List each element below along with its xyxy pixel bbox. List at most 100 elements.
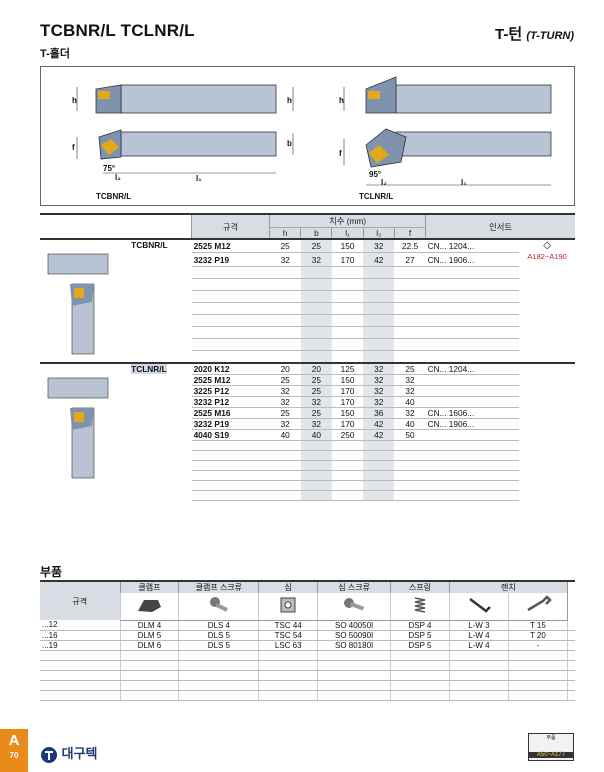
parts-col-shim-screw: 심 스크류 — [317, 581, 391, 593]
dim-cell-h — [269, 302, 301, 316]
insert-icon: ◇ — [543, 240, 551, 251]
dim-cell-l2: 42 — [363, 252, 395, 267]
dim-cell-h: 25 — [269, 374, 301, 386]
table-row — [40, 314, 575, 328]
dim-col-f: f — [393, 226, 426, 239]
spec-cell — [191, 480, 270, 491]
dim-cell-l1: 170 — [331, 385, 364, 397]
table-row — [40, 326, 575, 340]
spec-cell: 3232 P19 — [191, 418, 270, 430]
dim-cell-f — [394, 338, 426, 352]
parts-cell — [448, 650, 509, 661]
dim-cell-b: 20 — [300, 363, 332, 375]
table-row — [40, 460, 575, 471]
dim-cell-l1 — [331, 480, 364, 491]
parts-cell — [258, 660, 318, 671]
dim-cell-b: 40 — [300, 429, 332, 441]
dim-cell-l1 — [331, 450, 364, 461]
dim-cell-f: 32 — [394, 374, 426, 386]
dim-l2-label: l₂ — [115, 173, 121, 182]
parts-cell — [258, 670, 318, 681]
insert-cell — [425, 278, 520, 291]
dim-cell-l2: 32 — [363, 363, 395, 375]
dim-cell-f — [394, 314, 426, 328]
dim-cell-l2: 36 — [363, 407, 395, 419]
torx-wrench-icon — [507, 593, 568, 621]
dim-cell-l2 — [363, 450, 395, 461]
insert-cell — [425, 266, 520, 279]
insert-reference[interactable]: ◇A182~A190 — [527, 240, 567, 262]
parts-col-clamp-screw: 클램프 스크류 — [178, 581, 259, 593]
insert-cell — [425, 450, 520, 461]
spec-cell: 4040 S19 — [191, 429, 270, 441]
dim-cell-b — [300, 480, 332, 491]
dim-cell-l2: 42 — [363, 418, 395, 430]
angle-right: 95° — [369, 170, 382, 179]
parts-reference-box[interactable]: 부품 A50~A177 — [528, 733, 574, 761]
table-row — [40, 680, 575, 691]
parts-spec-cell — [40, 660, 120, 671]
table-row — [40, 690, 575, 701]
dim-cell-h — [269, 440, 301, 451]
dim-cell-h — [269, 350, 301, 364]
dim-cell-b — [300, 290, 332, 303]
dim-cell-h — [269, 314, 301, 328]
parts-cell: T 15 — [507, 620, 568, 631]
dim-cell-f — [394, 440, 426, 451]
parts-cell — [448, 680, 509, 691]
dim-b-label: b — [287, 139, 292, 148]
dim-cell-l2: 32 — [363, 239, 395, 254]
dim-cell-f — [394, 490, 426, 501]
screw-icon — [178, 593, 259, 621]
dims-header: 치수 (mm) — [269, 213, 426, 227]
dim-cell-f: 32 — [394, 407, 426, 419]
dim-cell-b — [300, 338, 332, 352]
dim-cell-f: 40 — [394, 396, 426, 408]
insert-cell — [425, 460, 520, 471]
insert-cell — [425, 490, 520, 501]
dim-cell-l2 — [363, 440, 395, 451]
insert-cell — [425, 338, 520, 352]
parts-cell — [507, 690, 568, 701]
parts-cell — [390, 690, 450, 701]
parts-cell: TSC 54 — [258, 630, 318, 641]
spec-header: 규격 — [191, 213, 270, 239]
parts-cell — [178, 660, 259, 671]
spec-cell: 2525 M16 — [191, 407, 270, 419]
parts-cell — [507, 680, 568, 691]
corner-text: 부품 — [546, 735, 556, 741]
dim-f-label-2: f — [339, 149, 342, 158]
dim-col-h: h — [269, 226, 301, 239]
insert-cell — [425, 470, 520, 481]
dim-cell-f: 40 — [394, 418, 426, 430]
dim-cell-f — [394, 326, 426, 340]
dim-cell-f: 50 — [394, 429, 426, 441]
dim-cell-f: 22.5 — [394, 239, 426, 254]
dim-cell-f — [394, 460, 426, 471]
insert-cell: CN... 1204... — [425, 239, 520, 254]
parts-cell: LSC 63 — [258, 640, 318, 651]
dim-cell-l2 — [363, 302, 395, 316]
dim-cell-h — [269, 490, 301, 501]
spec-cell — [191, 338, 270, 352]
dim-cell-b — [300, 450, 332, 461]
parts-cell: L-W 3 — [448, 620, 509, 631]
parts-cell: DLM 5 — [119, 630, 179, 641]
dim-h-label-3: h — [339, 96, 344, 105]
table-row — [40, 660, 575, 671]
dim-cell-l1 — [331, 326, 364, 340]
parts-cell — [178, 670, 259, 681]
table-row — [40, 650, 575, 661]
spec-cell — [191, 350, 270, 364]
dim-cell-b — [300, 350, 332, 364]
dim-col-l2: l₂ — [362, 226, 395, 239]
parts-cell — [119, 660, 179, 671]
dim-cell-l2 — [363, 338, 395, 352]
